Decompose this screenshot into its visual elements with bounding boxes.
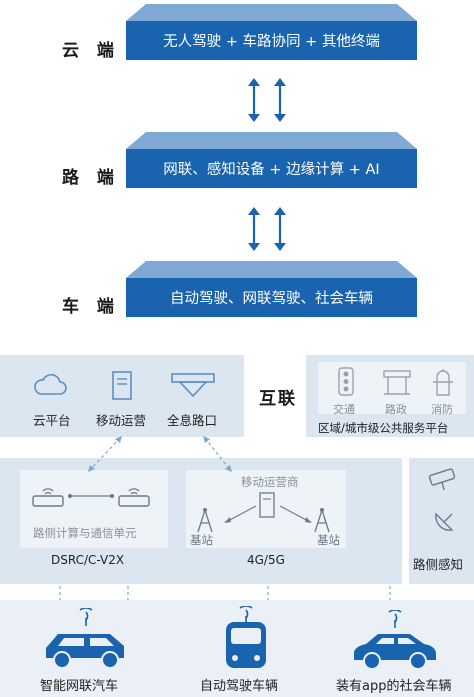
cloud-icon bbox=[34, 374, 67, 395]
dsrc-label: DSRC/C-V2X bbox=[51, 553, 125, 567]
public-service-caption: 区域/城市级公共服务平台 bbox=[318, 421, 449, 435]
base-station-icon bbox=[197, 508, 213, 533]
tier-block-cloud: 无人驾驶 + 车路协同 + 其他终端 bbox=[126, 4, 417, 60]
tier-top-face bbox=[126, 261, 417, 278]
roadside-unit-caption: 路侧计算与通信单元 bbox=[33, 526, 137, 540]
holographic-intersection-icon bbox=[171, 373, 215, 398]
tier-text-cloud: 无人驾驶 + 车路协同 + 其他终端 bbox=[126, 21, 417, 60]
double-arrow-icon bbox=[248, 207, 286, 251]
roadside-sensing-panel bbox=[409, 458, 474, 584]
router-icon bbox=[118, 488, 150, 507]
mobile-operator-label: 移动运营商 bbox=[241, 475, 299, 489]
camera-icon bbox=[428, 468, 456, 491]
connected-car-label: 智能网联汽车 bbox=[40, 679, 119, 694]
tier-block-vehicle: 自动驾驶、网联驾驶、社会车辆 bbox=[126, 261, 417, 317]
tier-label-vehicle: 车 端 bbox=[62, 297, 120, 317]
base-station-icon bbox=[314, 508, 330, 533]
network-link-arrows bbox=[224, 505, 312, 523]
tier-block-road: 网联、感知设备 + 边缘计算 + AI bbox=[126, 132, 417, 188]
autonomous-bus-icon bbox=[226, 606, 266, 668]
traffic-label: 交通 bbox=[333, 403, 355, 416]
cloud-platform-label: 云平台 bbox=[33, 413, 71, 428]
router-icon bbox=[32, 488, 64, 507]
autonomous-vehicle-label: 自动驾驶车辆 bbox=[200, 679, 279, 694]
base-station-right-label: 基站 bbox=[317, 533, 340, 547]
network-label: 4G/5G bbox=[247, 553, 285, 567]
social-vehicle-label: 装有app的社会车辆 bbox=[336, 679, 452, 694]
tier-top-face bbox=[126, 132, 417, 149]
mobile-operation-label: 移动运营 bbox=[96, 413, 147, 428]
radar-dish-icon bbox=[435, 512, 454, 531]
dotted-connectors bbox=[88, 436, 232, 472]
roadside-unit-box bbox=[20, 470, 168, 548]
connector-line bbox=[68, 494, 114, 498]
road-barrier-icon bbox=[383, 370, 411, 395]
tier-label-road: 路 端 bbox=[62, 168, 120, 188]
cloud-panel bbox=[0, 355, 244, 437]
fire-hydrant-icon bbox=[433, 369, 453, 396]
server-icon bbox=[259, 492, 275, 518]
network-box bbox=[186, 470, 346, 548]
tier-text-vehicle: 自动驾驶、网联驾驶、社会车辆 bbox=[126, 278, 417, 317]
fire-label: 消防 bbox=[431, 403, 453, 416]
double-arrow-icon bbox=[248, 78, 286, 122]
traffic-light-icon bbox=[338, 367, 354, 396]
server-icon bbox=[112, 371, 132, 400]
tier-text-road: 网联、感知设备 + 边缘计算 + AI bbox=[126, 149, 417, 188]
base-station-left-label: 基站 bbox=[190, 533, 213, 547]
social-car-icon bbox=[354, 610, 436, 670]
roadside-sensing-label: 路侧感知 bbox=[413, 557, 464, 572]
connected-car-icon bbox=[46, 608, 124, 669]
holographic-intersection-label: 全息路口 bbox=[167, 413, 218, 428]
tier-top-face bbox=[126, 4, 417, 21]
tier-label-cloud: 云 端 bbox=[62, 41, 120, 61]
interconnect-label: 互联 bbox=[259, 389, 297, 409]
road-admin-label: 路政 bbox=[385, 403, 407, 416]
